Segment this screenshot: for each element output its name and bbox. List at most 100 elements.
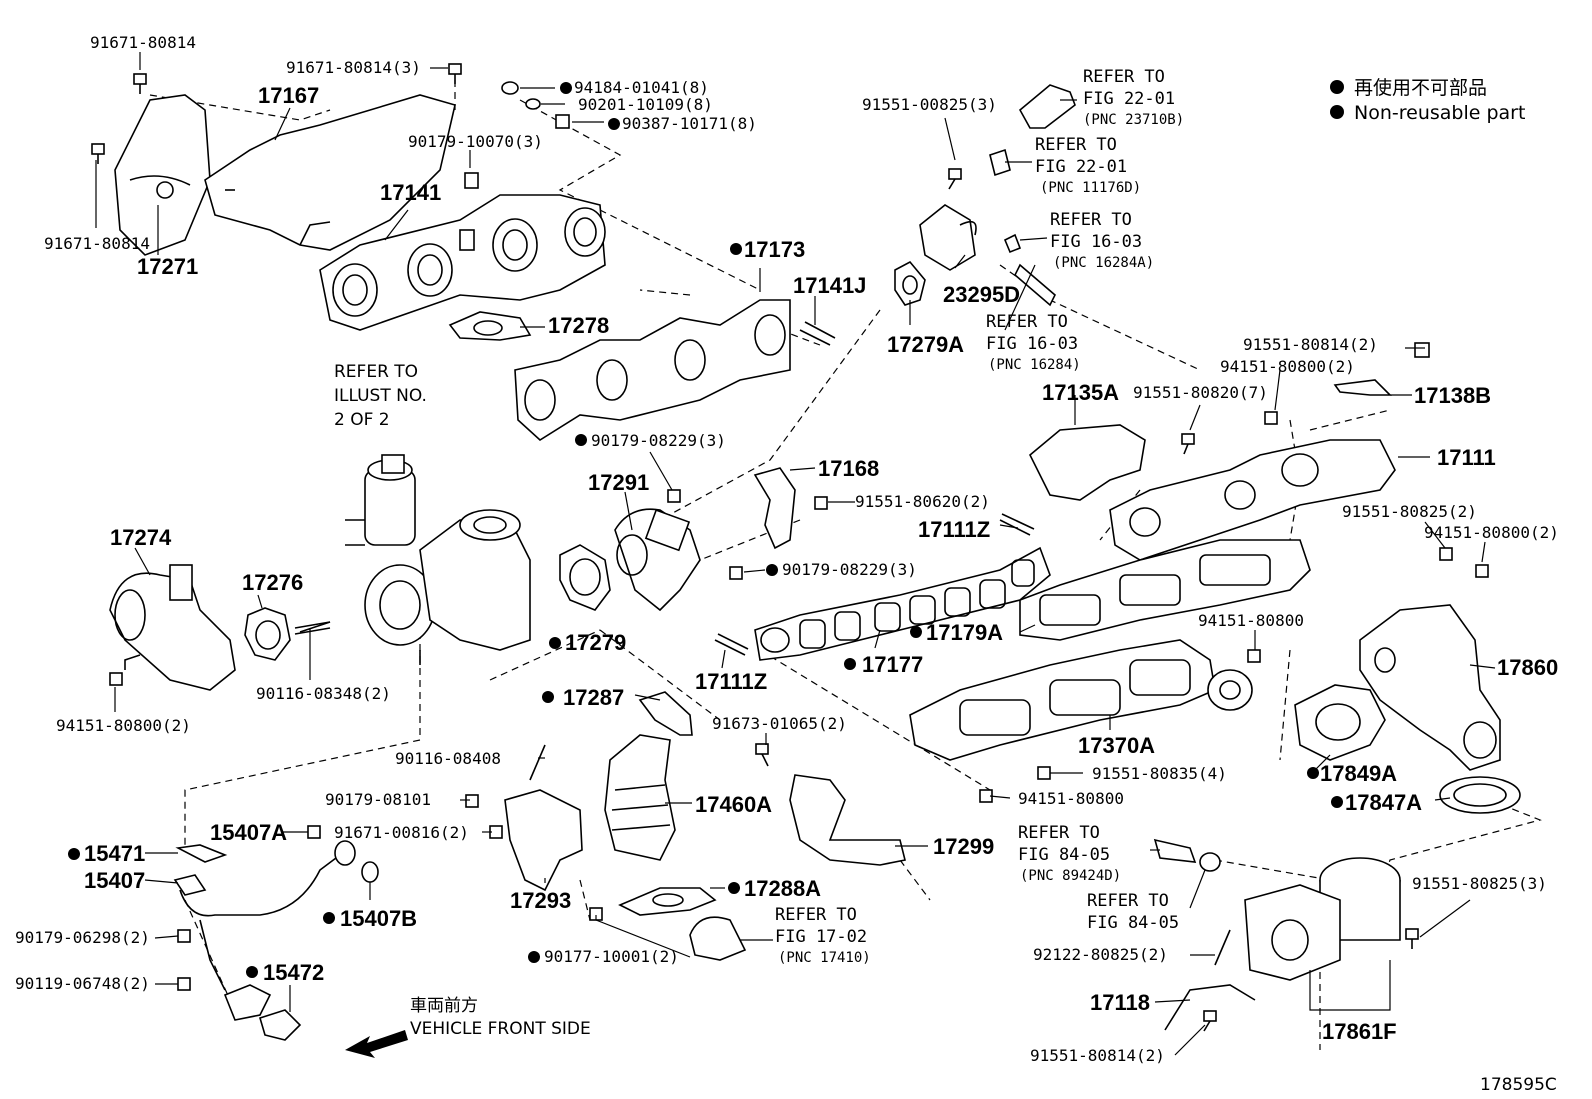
egr-valve-17861F [1244, 857, 1401, 981]
label-17288A: 17288A [744, 876, 821, 901]
label-91671-80814-a: 91671-80814 [90, 33, 196, 52]
label-17111Z-b: 17111Z [695, 669, 767, 694]
turbocharger [345, 454, 531, 665]
label-94151-80800: 94151-80800 [1198, 611, 1304, 630]
bracket-17138B [1333, 379, 1392, 396]
ref4-line1: REFER TO [986, 312, 1068, 332]
egr-valve-23295D [919, 204, 1056, 307]
ref8-line2: FIG 17-02 [775, 927, 867, 947]
label-15471: 15471 [84, 841, 145, 866]
egr-cooler-17860 [1359, 604, 1501, 771]
ref2-line2: FIG 22-01 [1035, 157, 1127, 177]
label-17276: 17276 [242, 570, 303, 595]
ref1-line2: FIG 22-01 [1083, 89, 1175, 109]
bracket-17293 [504, 789, 583, 892]
label-17849A: 17849A [1320, 761, 1397, 786]
heat-insulator-17167 [204, 94, 456, 251]
label-90119-06748: 90119-06748(2) [15, 974, 150, 993]
label-17287: 17287 [563, 685, 624, 710]
gasket-17278 [448, 311, 532, 341]
label-17118: 17118 [1090, 990, 1150, 1015]
figure-id: 178595C [1480, 1075, 1557, 1095]
label-15407B: 15407B [340, 906, 417, 931]
pipe-17118 [1164, 984, 1256, 1031]
label-17179A: 17179A [926, 620, 1003, 645]
label-91551-80835: 91551-80835(4) [1092, 764, 1227, 783]
label-15472: 15472 [263, 960, 324, 985]
label-90179-10070: 90179-10070(3) [408, 132, 543, 151]
label-94151-80800-2b: 94151-80800(2) [1424, 523, 1559, 542]
label-91551-80814-2b: 91551-80814(2) [1030, 1046, 1165, 1065]
label-91673-01065: 91673-01065(2) [712, 714, 847, 733]
label-91551-80825-3: 91551-80825(3) [1412, 874, 1547, 893]
label-17177: 17177 [862, 652, 923, 677]
ref3-line3: (PNC 16284A) [1053, 255, 1154, 271]
gasket-17279 [559, 544, 611, 611]
intake-manifold-17111 [1109, 439, 1396, 561]
intake-manifold-17370A [909, 639, 1253, 761]
label-15407A: 15407A [210, 820, 287, 845]
label-17173: 17173 [744, 237, 805, 262]
exhaust-manifold-17141 [319, 194, 606, 331]
gasket-17288A [618, 887, 717, 916]
label-17291: 17291 [588, 470, 649, 495]
gasket-17276 [244, 607, 291, 661]
vehicle-front-indicator: 車両前方 VEHICLE FRONT SIDE [345, 996, 591, 1058]
bracket-17287 [638, 691, 693, 736]
ref6-line1: REFER TO [1018, 823, 1100, 843]
label-17370A: 17370A [1078, 733, 1155, 758]
direction-en: VEHICLE FRONT SIDE [410, 1019, 591, 1039]
gasket-17173 [514, 299, 791, 441]
flange-15472 [223, 984, 272, 1021]
label-90201-10109: 90201-10109(8) [578, 95, 713, 114]
ref2-line3: (PNC 11176D) [1040, 180, 1141, 196]
label-17861F: 17861F [1322, 1019, 1397, 1044]
sensor-ref [1153, 838, 1197, 863]
label-91671-80814-b: 91671-80814(3) [286, 58, 421, 77]
injector-seal-ref [989, 148, 1011, 177]
label-17278: 17278 [548, 313, 609, 338]
ref5-line3: 2 OF 2 [334, 410, 390, 430]
label-17274: 17274 [110, 525, 172, 550]
label-15407: 15407 [84, 868, 145, 893]
label-17299: 17299 [933, 834, 994, 859]
stud-17141J [799, 321, 836, 346]
legend-jp: 再使用不可部品 [1354, 77, 1487, 99]
ref2-line1: REFER TO [1035, 135, 1117, 155]
stud-90116-08348 [299, 621, 331, 633]
leader-lines [95, 52, 1496, 1056]
bracket-17135A [1029, 424, 1146, 501]
label-17141: 17141 [380, 180, 441, 205]
ref4-line2: FIG 16-03 [986, 334, 1078, 354]
gasket-17177 [754, 546, 1051, 661]
label-91551-80814-2: 91551-80814(2) [1243, 335, 1378, 354]
heat-insulator-17271 [114, 94, 211, 256]
stud-17111Z-b [714, 633, 749, 656]
ref7-line1: REFER TO [1087, 891, 1169, 911]
stud-90116-08408 [529, 744, 546, 781]
label-91551-80825-2: 91551-80825(2) [1342, 502, 1477, 521]
gasket-15471 [175, 844, 228, 863]
gasket-15407B [361, 861, 379, 883]
outlet-pipe-17274 [109, 564, 236, 691]
ref4-line3: (PNC 16284) [988, 357, 1081, 373]
gasket-17847A [1439, 776, 1521, 814]
label-94151-80800-2a: 94151-80800(2) [1220, 357, 1355, 376]
gasket-17849A [1294, 684, 1386, 761]
label-17167: 17167 [258, 83, 319, 108]
exhaust-elbow-17291 [614, 508, 701, 612]
label-17293: 17293 [510, 888, 571, 913]
ref6-line3: (PNC 89424D) [1020, 868, 1121, 884]
front-arrow-icon [345, 1030, 408, 1058]
ref1-line3: (PNC 23710B) [1083, 112, 1184, 128]
label-91551-00825: 91551-00825(3) [862, 95, 997, 114]
label-92122-80825: 92122-80825(2) [1033, 945, 1168, 964]
label-91671-80814-c: 91671-80814 [44, 234, 150, 253]
part-labels: 91671-80814 91671-80814(3) 17167 91671-8… [15, 33, 1559, 1065]
gasket-ref-17410 [689, 916, 747, 961]
ref7-line2: FIG 84-05 [1087, 913, 1179, 933]
ref3-line2: FIG 16-03 [1050, 232, 1142, 252]
label-17847A: 17847A [1345, 790, 1422, 815]
bracket-17168 [753, 467, 796, 550]
legend: 再使用不可部品 Non-reusable part [1354, 77, 1525, 124]
